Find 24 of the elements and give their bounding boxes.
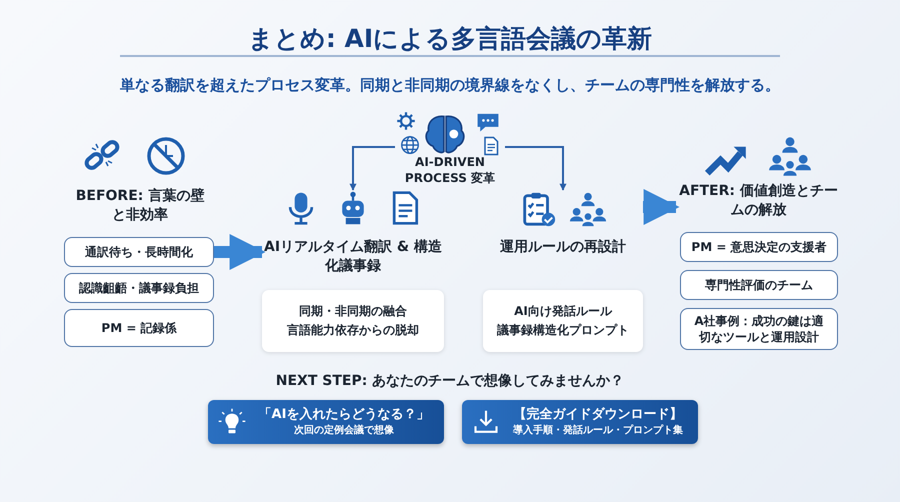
action-button: 【完全ガイドダウンロード】 導入手順・発話ルール・プロンプト集: [462, 400, 698, 444]
block-arrow: [214, 234, 266, 270]
detail-text: 言語能力依存からの脱却: [287, 322, 419, 339]
block-arrow: [643, 189, 680, 225]
detail-text: AI向け発話ルール: [514, 303, 612, 320]
title: まとめ: AIによる多言語会議の革新: [246, 23, 654, 55]
arrow: [505, 146, 566, 191]
column-heading: AFTER: 価値創造とチームの解放: [678, 182, 839, 220]
text-box: 認識齟齬・議事録負担: [64, 273, 214, 303]
detail-text: 同期・非同期の融合: [299, 303, 407, 320]
text-box: 通訳待ち・長時間化: [64, 237, 214, 267]
text-box: 専門性評価のチーム: [680, 270, 838, 300]
subtitle: 単なる翻訳を超えたプロセス変革。同期と非同期の境界線をなくし、チームの専門性を解放する。: [119, 76, 781, 95]
text-box: PM = 意思決定の支援者: [680, 232, 838, 262]
text-box: A社事例：成功の鍵は適切なツールと運用設計: [680, 308, 838, 350]
action-button: 「AIを入れたらどうなる？」 次回の定例会議で想像: [208, 400, 444, 444]
arrow: [350, 146, 395, 191]
text-box: PM = 記録係: [64, 309, 214, 347]
center-label: AI-DRIVEN PROCESS 変革: [404, 154, 496, 186]
step-heading: 運用ルールの再設計: [499, 238, 627, 257]
column-heading: BEFORE: 言葉の壁と非効率: [75, 187, 205, 225]
call-to-action-text: NEXT STEP: あなたのチームで想像してみませんか？: [274, 372, 626, 390]
step-heading: AIリアルタイム翻訳 & 構造化議事録: [262, 238, 443, 276]
detail-text: 議事録構造化プロンプト: [497, 322, 629, 339]
